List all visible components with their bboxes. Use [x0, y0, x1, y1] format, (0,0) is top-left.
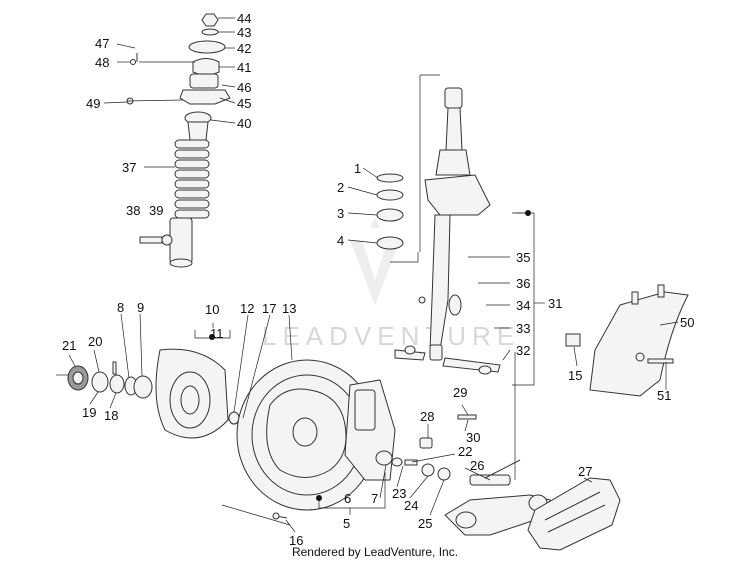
- part-label-11: 11: [210, 326, 224, 341]
- part-label-19: 19: [82, 405, 96, 420]
- brake-disc-group: [236, 359, 378, 520]
- shock-spring: [174, 139, 210, 219]
- part-label-10: 10: [205, 302, 219, 317]
- part-label-46: 46: [237, 80, 251, 95]
- part-label-9: 9: [137, 300, 144, 315]
- part-label-38: 38: [126, 203, 140, 218]
- watermark-logo: [350, 218, 400, 305]
- part-label-42: 42: [237, 41, 251, 56]
- part-label-50: 50: [680, 315, 694, 330]
- part-label-33: 33: [516, 321, 530, 336]
- mudguard-group: [565, 284, 689, 397]
- part-label-51: 51: [657, 388, 671, 403]
- part-label-30: 30: [466, 430, 480, 445]
- part-label-8: 8: [117, 300, 124, 315]
- wheel-hub-group: [67, 348, 240, 439]
- part-label-45: 45: [237, 96, 251, 111]
- part-label-16: 16: [289, 533, 303, 548]
- part-label-3: 3: [337, 206, 344, 221]
- part-label-7: 7: [371, 491, 378, 506]
- part-label-23: 23: [392, 486, 406, 501]
- part-label-12: 12: [240, 301, 254, 316]
- part-label-31: 31: [548, 296, 562, 311]
- part-labels: 44 43 42 41 46 45 40 47 48 49 37 38 39 1…: [62, 11, 694, 548]
- bracket-dot: [209, 334, 215, 340]
- part-label-26: 26: [470, 458, 484, 473]
- part-label-29: 29: [453, 385, 467, 400]
- part-label-40: 40: [237, 116, 251, 131]
- part-label-48: 48: [95, 55, 109, 70]
- part-label-27: 27: [578, 464, 592, 479]
- part-label-6: 6: [344, 491, 351, 506]
- part-label-35: 35: [516, 250, 530, 265]
- brake-caliper-group: [344, 379, 477, 481]
- watermark-text: LEADVENTURE: [262, 321, 520, 351]
- part-label-5: 5: [343, 516, 350, 531]
- part-label-20: 20: [88, 334, 102, 349]
- part-label-15: 15: [568, 368, 582, 383]
- part-label-28: 28: [420, 409, 434, 424]
- part-label-1: 1: [354, 161, 361, 176]
- part-label-18: 18: [104, 408, 118, 423]
- part-label-37: 37: [122, 160, 136, 175]
- part-label-39: 39: [149, 203, 163, 218]
- cover-group: [527, 477, 621, 551]
- part-label-17: 17: [262, 301, 276, 316]
- part-label-47: 47: [95, 36, 109, 51]
- part-label-25: 25: [418, 516, 432, 531]
- part-label-24: 24: [404, 498, 418, 513]
- bracket-dot: [316, 495, 322, 501]
- part-label-36: 36: [516, 276, 530, 291]
- part-label-41: 41: [237, 60, 251, 75]
- part-label-4: 4: [337, 233, 344, 248]
- part-label-13: 13: [282, 301, 296, 316]
- part-label-34: 34: [516, 298, 530, 313]
- leader-lines: [56, 17, 679, 533]
- footer-credit: Rendered by LeadVenture, Inc.: [291, 545, 459, 559]
- part-label-2: 2: [337, 180, 344, 195]
- steering-fork-group: [376, 87, 501, 375]
- part-label-49: 49: [86, 96, 100, 111]
- part-label-43: 43: [237, 25, 251, 40]
- part-label-44: 44: [237, 11, 251, 26]
- part-label-21: 21: [62, 338, 76, 353]
- shock-absorber-group: [126, 13, 231, 268]
- part-label-32: 32: [516, 343, 530, 358]
- bracket-dot: [525, 210, 531, 216]
- part-label-22: 22: [458, 444, 472, 459]
